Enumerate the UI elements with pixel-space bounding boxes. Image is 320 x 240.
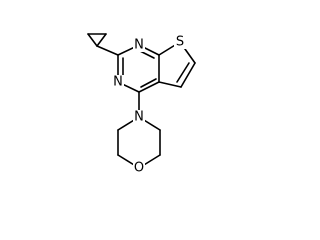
atom-s: S bbox=[174, 35, 186, 50]
molecule-canvas: N N S N O bbox=[87, 33, 196, 176]
bond-c4-c4a-double bbox=[140, 78, 157, 88]
bond-c7a-n1-double bbox=[139, 50, 155, 59]
bond-c6-c5-double bbox=[176, 62, 190, 83]
bond-cp-a-c bbox=[87, 33, 98, 47]
atom-n3-label: N bbox=[113, 75, 123, 90]
atom-n1-label: N bbox=[134, 38, 144, 53]
atom-n3: N bbox=[112, 75, 124, 90]
bond-cp-b-c bbox=[96, 33, 107, 47]
bond-c6-c5 bbox=[180, 62, 196, 88]
atom-s-label: S bbox=[176, 35, 184, 50]
structure-diagram: N N S N O bbox=[87, 33, 196, 176]
bond-c4-c4a bbox=[138, 81, 160, 93]
atom-o: O bbox=[133, 161, 145, 176]
atom-n-morpholine-label: N bbox=[134, 110, 144, 125]
bond-c5-c4a bbox=[158, 81, 182, 88]
atom-n-morpholine: N bbox=[133, 110, 145, 125]
atom-o-label: O bbox=[134, 161, 144, 176]
bond-cp-to-c2 bbox=[96, 45, 119, 56]
atom-n1: N bbox=[133, 38, 145, 53]
